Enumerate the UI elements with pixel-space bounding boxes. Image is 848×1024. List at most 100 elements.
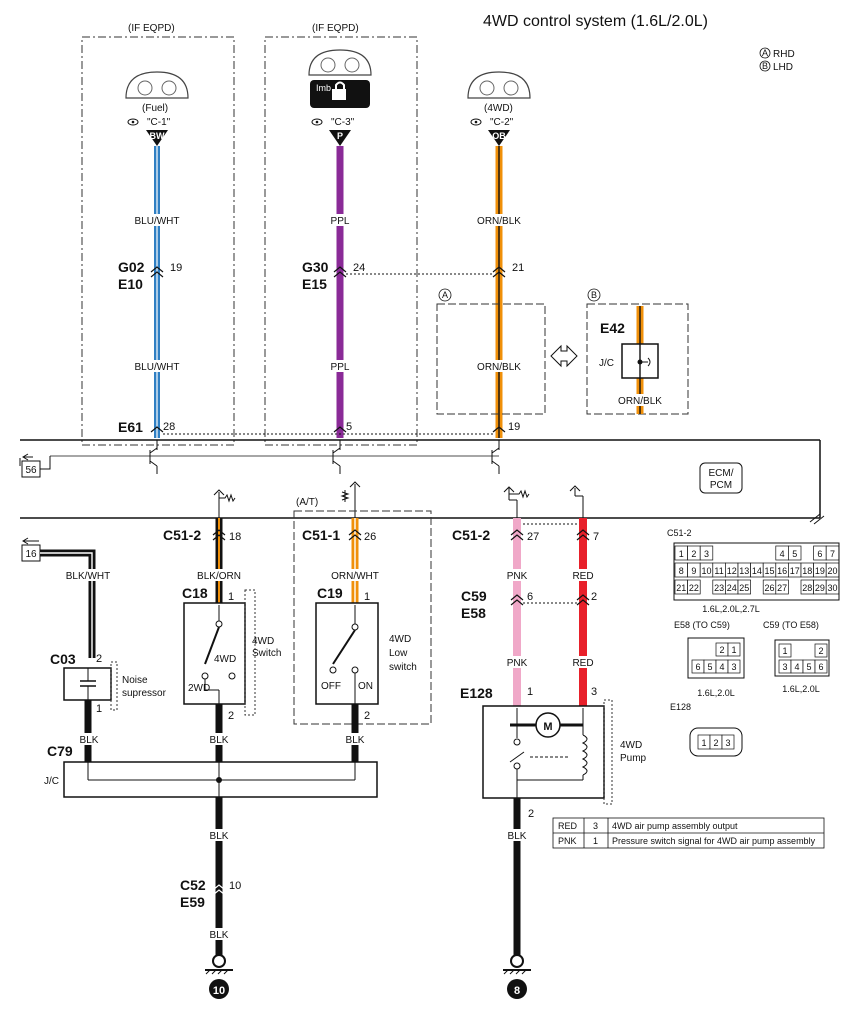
c51-pin-29-label: 29 — [815, 583, 825, 593]
c51-pin-25-label: 25 — [739, 583, 749, 593]
c59-pin-2-cell — [814, 643, 828, 658]
connector-g02: G02 — [118, 259, 145, 275]
c51-pin-15-label: 15 — [764, 566, 774, 576]
transistor-3 — [491, 440, 500, 474]
wire-label-blk-4: BLK — [210, 831, 229, 842]
pin-c18-2: 2 — [228, 710, 234, 722]
lhd-box — [586, 303, 689, 415]
wire-label-orn-blk-2: ORN/BLK — [477, 362, 521, 373]
c51-pin-7-label: 7 — [830, 549, 835, 559]
c51-pin-5-label: 5 — [792, 549, 797, 559]
switch-low-box — [315, 602, 379, 705]
wire-label-blk-6: BLK — [210, 930, 229, 941]
gauge-icon-imb: Imb — [308, 49, 372, 108]
ground-icon-10 — [205, 954, 233, 999]
pin-e128-3: 3 — [591, 686, 597, 698]
switch-low-contacts — [329, 605, 359, 704]
transistor-2 — [332, 440, 341, 474]
pin-triangle-ob — [488, 130, 510, 146]
e58-pin-3-cell — [727, 659, 741, 674]
pin-c59-6: 6 — [527, 591, 533, 603]
transistor-1 — [149, 440, 158, 474]
box-56-label: 56 — [25, 465, 37, 476]
connector-c79: C79 — [47, 743, 73, 759]
c59-view-title: C59 (TO E58) — [763, 620, 819, 630]
connector-e61-marks — [150, 426, 506, 433]
c59-pin-4-label: 4 — [794, 662, 799, 672]
wire-label-red-2: RED — [572, 658, 593, 669]
pin-g30-24: 24 — [353, 262, 365, 274]
switch-low-label-2: Low — [389, 648, 408, 659]
c51-pin-9-label: 9 — [691, 566, 696, 576]
c51-pin-2-label: 2 — [691, 549, 696, 559]
c51-pin-11-label: 11 — [714, 566, 723, 576]
e58-outline — [687, 637, 745, 679]
c51-pin-25-cell — [737, 579, 751, 595]
legend-rhd: A RHD — [759, 47, 795, 60]
ground-8-label: 8 — [514, 985, 520, 997]
c51-pin-7-cell — [825, 545, 840, 561]
c59-pin-1-cell — [778, 643, 792, 658]
switch-pos-on: ON — [358, 681, 373, 692]
connector-e10: E10 — [118, 276, 143, 292]
pump-label-2: Pump — [620, 753, 647, 764]
connector-e15: E15 — [302, 276, 327, 292]
connector-c52: C52 — [180, 877, 206, 893]
c59-pin-1-label: 1 — [782, 646, 787, 656]
c51-pin-8-label: 8 — [679, 566, 684, 576]
capacitor-icon — [80, 668, 96, 700]
pin-c59-2: 2 — [591, 591, 597, 603]
pin-e61-19: 19 — [508, 421, 520, 433]
wire-label-blk-3: BLK — [346, 735, 365, 746]
e58-pin-3-label: 3 — [731, 662, 736, 672]
c51-pin-1-label: 1 — [679, 549, 684, 559]
arrow-16-icon — [22, 537, 39, 545]
noise-label-2: supressor — [122, 688, 167, 699]
pin-triangle-p — [329, 130, 351, 146]
pin-e128-2: 2 — [528, 808, 534, 820]
eye-icon-c1 — [127, 118, 139, 126]
e128-pin-2-label: 2 — [713, 738, 718, 748]
imb-label: Imb — [316, 83, 331, 93]
motor-icon — [535, 712, 561, 738]
eqpd-label-mid: (IF EQPD) — [312, 23, 359, 34]
pin-e61-5: 5 — [346, 421, 352, 433]
c51-pin-27-label: 27 — [777, 583, 787, 593]
wire-blk-wht — [40, 549, 96, 658]
e58-view-title: E58 (TO C59) — [674, 620, 730, 630]
c51-pin-13-label: 13 — [739, 566, 749, 576]
pin-c18-1: 1 — [228, 591, 234, 603]
ecm-ground-icon — [809, 513, 825, 525]
ground-10-label: 10 — [213, 985, 225, 997]
c51-pin-17-label: 17 — [790, 566, 800, 576]
swap-arrow-icon — [550, 344, 578, 368]
e128-pin-3-label: 3 — [725, 738, 730, 748]
legend-lhd-mark: B — [762, 61, 768, 71]
diagram-title: 4WD control system (1.6L/2.0L) — [483, 13, 708, 30]
connector-e61: E61 — [118, 419, 143, 435]
gauge-icon-fuel — [125, 71, 189, 99]
e128-pin-1-label: 1 — [701, 738, 706, 748]
c59-pin-6-label: 6 — [818, 662, 823, 672]
e58-pin-2-label: 2 — [719, 645, 724, 655]
pin-table-pin-1: 1 — [593, 836, 598, 846]
c51-pin-16-label: 16 — [777, 566, 787, 576]
e128-outline — [689, 727, 743, 757]
lhd-box-mark: B — [591, 290, 597, 300]
c51-pin-3-label: 3 — [704, 549, 709, 559]
pin-c03-2: 2 — [96, 653, 102, 665]
connector-21 — [492, 266, 506, 278]
pullup-icon-3 — [503, 486, 530, 518]
wire-label-ppl-1: PPL — [331, 216, 350, 227]
pin-table-desc-1: Pressure switch signal for 4WD air pump … — [612, 836, 816, 846]
switch-4wd-label-1: 4WD — [252, 636, 274, 647]
c51-pin-24-label: 24 — [727, 583, 737, 593]
switch-pos-4wd: 4WD — [214, 654, 236, 665]
c51-pin-19-label: 19 — [815, 566, 825, 576]
pin-table-pin-0: 3 — [593, 821, 598, 831]
pin-g02-19: 19 — [170, 262, 182, 274]
switch-low-label-3: switch — [389, 662, 417, 673]
c59-pin-6-cell — [814, 659, 828, 674]
wd-label: (4WD) — [484, 103, 513, 114]
